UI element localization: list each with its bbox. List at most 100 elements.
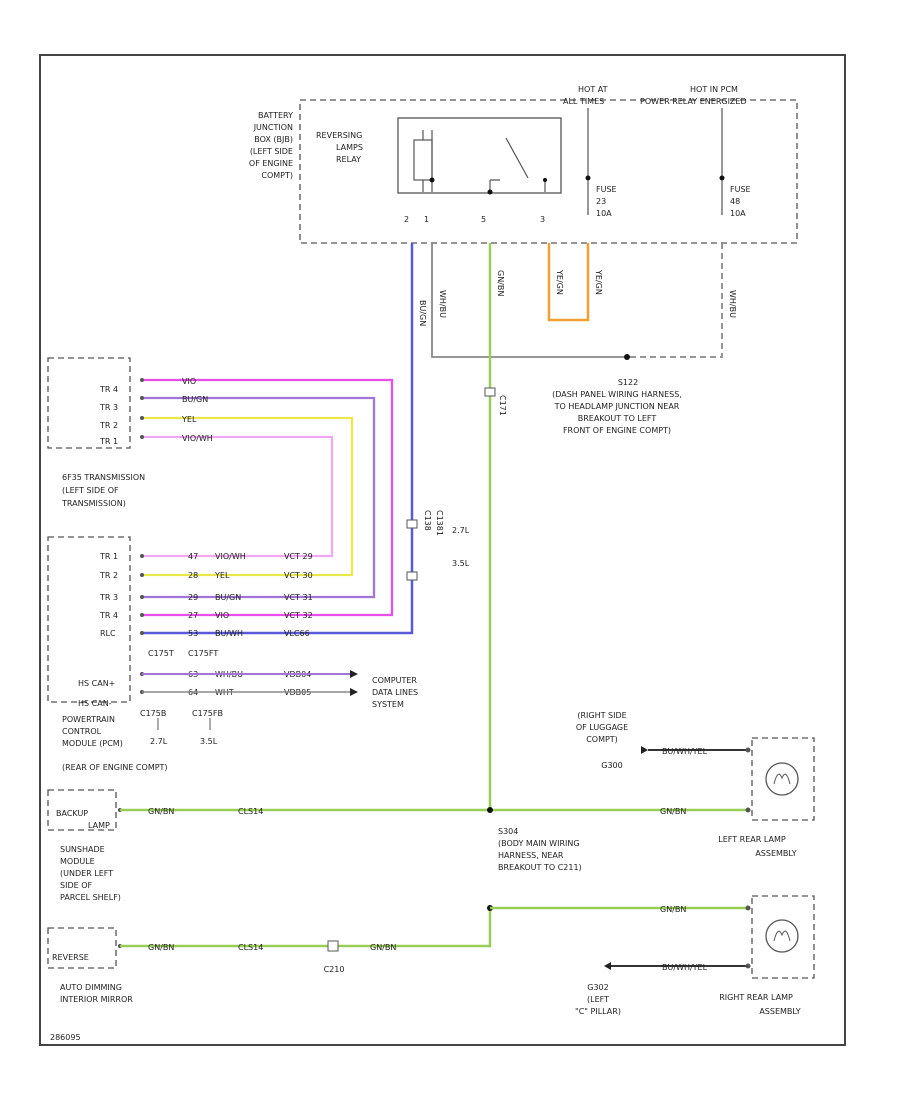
svg-text:TR 3: TR 3 <box>99 593 118 602</box>
svg-text:28: 28 <box>188 571 198 580</box>
svg-text:VIO: VIO <box>215 611 229 620</box>
right-lamp-label-2: ASSEMBLY <box>759 1007 800 1016</box>
relay-label-2: LAMPS <box>336 143 363 152</box>
svg-text:29: 29 <box>188 593 198 602</box>
svg-text:G302: G302 <box>587 983 608 992</box>
svg-text:FRONT OF ENGINE COMPT): FRONT OF ENGINE COMPT) <box>563 426 671 435</box>
wire-label-bu-gn: BU/GN <box>418 300 427 326</box>
right-lamp-label-1: RIGHT REAR LAMP <box>719 993 793 1002</box>
svg-text:G300: G300 <box>601 761 622 770</box>
svg-text:VIO/WH: VIO/WH <box>215 552 246 561</box>
wire-label-wh-bu-2: WH/BU <box>728 290 737 318</box>
svg-text:AUTO DIMMING: AUTO DIMMING <box>60 983 122 992</box>
connector-c1381-icon-1 <box>406 519 418 529</box>
svg-text:BU/GN: BU/GN <box>215 593 241 602</box>
left-lamp-filament-icon <box>773 773 791 785</box>
svg-text:BOX (BJB): BOX (BJB) <box>254 135 293 144</box>
relay-pin-5: 5 <box>481 215 486 224</box>
svg-text:BREAKOUT TO LEFT: BREAKOUT TO LEFT <box>578 414 657 423</box>
transmission-label: 6F35 TRANSMISSION (LEFT SIDE OF TRANSMIS… <box>61 473 145 508</box>
svg-text:47: 47 <box>188 552 198 561</box>
relay-pin-3: 3 <box>540 215 545 224</box>
wire-label-right-lamp-ground: BU/WH/YEL <box>662 963 708 972</box>
computer-data-lines-label: COMPUTER DATA LINES SYSTEM <box>372 676 418 709</box>
svg-text:CONTROL: CONTROL <box>62 727 102 736</box>
mirror-box <box>47 927 117 969</box>
connector-c175t: C175T <box>148 649 174 658</box>
mirror-label: AUTO DIMMING INTERIOR MIRROR <box>60 983 133 1004</box>
right-lamp-pin-2 <box>745 963 751 969</box>
wire-label-wh-bu-1: WH/BU <box>438 290 447 318</box>
svg-text:MODULE (PCM): MODULE (PCM) <box>62 739 123 748</box>
c1381-size-2: 3.5L <box>452 559 470 568</box>
relay-pin-1: 1 <box>424 215 429 224</box>
wire-tr4-vio <box>142 378 394 617</box>
hot-at-label-1: HOT AT <box>578 85 608 94</box>
pcm-wire-colors: VIO/WH YEL BU/GN VIO BU/WH WH/BU WHT <box>214 552 246 697</box>
splice-s122-label: S122 (DASH PANEL WIRING HARNESS, TO HEAD… <box>552 378 682 435</box>
g300-label: (RIGHT SIDE OF LUGGAGE COMPT) G300 <box>576 711 628 770</box>
svg-text:(LEFT: (LEFT <box>587 995 609 1004</box>
pcm-circuits: VCT 29 VCT 30 VCT 31 VCT 32 VLC66 VDB04 … <box>284 552 313 697</box>
relay-coil-icon <box>413 139 433 181</box>
svg-text:(LEFT SIDE: (LEFT SIDE <box>250 147 293 156</box>
svg-text:(REAR OF ENGINE COMPT): (REAR OF ENGINE COMPT) <box>62 763 168 772</box>
wire-label-mirror-color: GN/BN <box>148 943 174 952</box>
pcm-pin-nums: 47 28 29 27 53 63 64 <box>188 552 198 697</box>
g302-label: G302 (LEFT "C" PILLAR) <box>575 983 621 1016</box>
sunshade-box <box>47 789 117 831</box>
svg-text:TO HEADLAMP JUNCTION NEAR: TO HEADLAMP JUNCTION NEAR <box>554 402 680 411</box>
right-lamp-bulb-icon <box>765 919 799 953</box>
left-lamp-label-2: ASSEMBLY <box>755 849 796 858</box>
wire-wh-bu-1 <box>431 243 627 358</box>
pcm-size-2: 3.5L <box>200 737 218 746</box>
right-rear-lamp-box <box>751 895 815 979</box>
can-arrow-icon <box>350 670 358 696</box>
svg-text:TR 3: TR 3 <box>99 403 118 412</box>
left-rear-lamp-box <box>751 737 815 821</box>
left-lamp-label-1: LEFT REAR LAMP <box>718 835 786 844</box>
svg-text:27: 27 <box>188 611 198 620</box>
hot-at-label-2: ALL TIMES <box>563 97 604 106</box>
relay-node-5 <box>487 189 493 195</box>
svg-text:S304: S304 <box>498 827 518 836</box>
relay-switch-icon <box>489 137 546 192</box>
bjb-label: BATTERY JUNCTION BOX (BJB) (LEFT SIDE OF… <box>249 111 293 180</box>
svg-text:BATTERY: BATTERY <box>258 111 293 120</box>
wire-label-sunshade-color: GN/BN <box>148 807 174 816</box>
relay-pin-2: 2 <box>404 215 409 224</box>
splice-s304 <box>487 807 493 813</box>
svg-text:S122: S122 <box>618 378 638 387</box>
transmission-pins: TR 4 TR 3 TR 2 TR 1 <box>99 385 118 446</box>
relay-label-1: REVERSING <box>316 131 362 140</box>
svg-text:OF ENGINE: OF ENGINE <box>249 159 293 168</box>
connector-c1381-icon-2 <box>406 571 418 581</box>
svg-text:RLC: RLC <box>100 629 116 638</box>
wire-label-ye-gn-2: YE/GN <box>594 269 603 295</box>
svg-text:TRANSMISSION): TRANSMISSION) <box>61 499 126 508</box>
transmission-box <box>47 357 131 449</box>
diagram-frame <box>39 54 846 1046</box>
wire-tr1-vio-wh <box>142 435 334 558</box>
svg-text:POWERTRAIN: POWERTRAIN <box>62 715 115 724</box>
svg-text:INTERIOR MIRROR: INTERIOR MIRROR <box>60 995 133 1004</box>
transmission-wire-labels: VIO BU/GN YEL VIO/WH <box>181 377 213 443</box>
left-lamp-bulb-icon <box>765 762 799 796</box>
right-lamp-filament-icon <box>773 930 791 942</box>
svg-text:(UNDER LEFT: (UNDER LEFT <box>60 869 113 878</box>
svg-text:YEL: YEL <box>181 415 197 424</box>
connector-c171: C171 <box>498 395 507 416</box>
svg-text:HS CAN-: HS CAN- <box>78 699 112 708</box>
fuse-48: FUSE 48 10A <box>719 108 751 218</box>
svg-text:(BODY MAIN WIRING: (BODY MAIN WIRING <box>498 839 580 848</box>
svg-text:TR 2: TR 2 <box>99 421 118 430</box>
pcm-pin-markers <box>140 554 144 694</box>
wire-label-mirror-circuit: CLS14 <box>238 943 263 952</box>
svg-text:TR 4: TR 4 <box>99 385 118 394</box>
connector-c175ft: C175FT <box>188 649 218 658</box>
svg-text:BREAKOUT TO C211): BREAKOUT TO C211) <box>498 863 582 872</box>
svg-text:SUNSHADE: SUNSHADE <box>60 845 105 854</box>
wire-label-ye-gn-1: YE/GN <box>555 269 564 295</box>
svg-text:DATA LINES: DATA LINES <box>372 688 418 697</box>
